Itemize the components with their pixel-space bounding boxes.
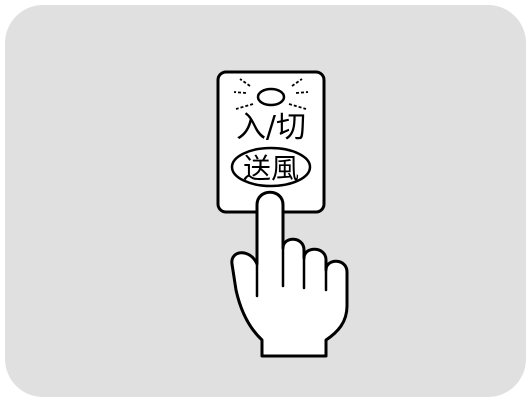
power-button-label: 入/切 — [236, 110, 306, 145]
pointing-hand-icon — [232, 192, 347, 356]
fan-button-label: 送風 — [243, 152, 299, 185]
